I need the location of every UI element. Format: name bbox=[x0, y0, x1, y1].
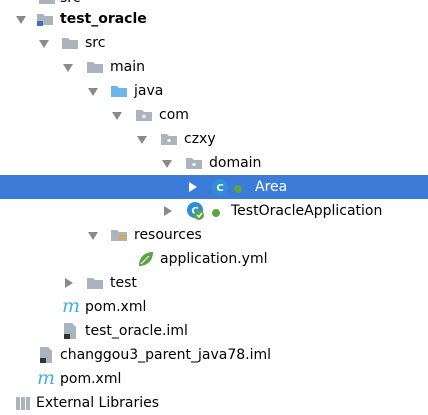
tree-row-domain[interactable]: domain bbox=[0, 151, 428, 175]
folder-icon bbox=[87, 278, 103, 289]
libraries-icon bbox=[16, 397, 30, 410]
chevron-right-icon[interactable] bbox=[189, 182, 197, 192]
maven-icon: m bbox=[62, 295, 81, 317]
tree-row-iml-parent[interactable]: changgou3_parent_java78.iml bbox=[0, 343, 428, 367]
chevron-right-icon[interactable] bbox=[164, 206, 172, 216]
tree-row-project[interactable]: test_oracle bbox=[0, 7, 428, 31]
tree-label-java: java bbox=[134, 83, 164, 99]
iml-file-icon bbox=[64, 323, 76, 339]
tree-row-main[interactable]: main bbox=[0, 55, 428, 79]
tree-label: src bbox=[60, 0, 80, 7]
package-icon bbox=[136, 110, 152, 121]
folder-icon bbox=[62, 38, 78, 49]
chevron-down-icon[interactable] bbox=[16, 16, 26, 24]
chevron-down-icon[interactable] bbox=[63, 64, 73, 72]
tree-row-clipped[interactable]: src bbox=[0, 0, 428, 10]
spring-boot-class-icon: C bbox=[187, 202, 204, 220]
tree-label-pom-outer: pom.xml bbox=[60, 371, 122, 387]
package-icon bbox=[161, 134, 177, 145]
tree-label-app-class: TestOracleApplication bbox=[231, 203, 383, 219]
svg-text:C: C bbox=[216, 183, 223, 194]
tree-label-test: test bbox=[110, 275, 137, 291]
tree-row-czxy[interactable]: czxy bbox=[0, 127, 428, 151]
tree-row-external-libraries[interactable]: External Libraries bbox=[0, 391, 428, 415]
tree-row-pom-inner[interactable]: m pom.xml bbox=[0, 295, 428, 319]
tree-label-domain: domain bbox=[209, 155, 262, 171]
chevron-down-icon[interactable] bbox=[112, 112, 122, 120]
tree-label-iml-inner: test_oracle.iml bbox=[85, 323, 188, 339]
access-level-icon bbox=[212, 209, 220, 217]
tree-row-com[interactable]: com bbox=[0, 103, 428, 127]
tree-row-pom-outer[interactable]: m pom.xml bbox=[0, 367, 428, 391]
tree-row-src[interactable]: src bbox=[0, 31, 428, 55]
source-folder-icon bbox=[111, 86, 127, 97]
tree-row-app-yml[interactable]: application.yml bbox=[0, 247, 428, 271]
tree-label-src: src bbox=[85, 35, 106, 51]
tree-label-czxy: czxy bbox=[184, 131, 216, 147]
tree-row-app-class[interactable]: C TestOracleApplication bbox=[0, 199, 428, 223]
resources-folder-icon bbox=[111, 230, 127, 241]
chevron-right-icon[interactable] bbox=[65, 278, 73, 288]
chevron-down-icon[interactable] bbox=[88, 88, 98, 96]
module-folder-icon bbox=[37, 14, 53, 26]
chevron-down-icon[interactable] bbox=[137, 136, 147, 144]
tree-label-iml-parent: changgou3_parent_java78.iml bbox=[60, 347, 272, 363]
tree-row-area[interactable]: C Area bbox=[0, 175, 428, 199]
tree-label-external-libraries: External Libraries bbox=[36, 395, 159, 411]
tree-label-resources: resources bbox=[134, 227, 202, 243]
class-icon: C bbox=[212, 179, 228, 195]
folder-icon bbox=[39, 0, 55, 4]
svg-text:C: C bbox=[191, 206, 198, 217]
tree-row-iml-inner[interactable]: test_oracle.iml bbox=[0, 319, 428, 343]
access-level-icon bbox=[234, 185, 242, 193]
iml-file-icon bbox=[40, 347, 52, 363]
chevron-down-icon[interactable] bbox=[39, 40, 49, 48]
tree-row-resources[interactable]: resources bbox=[0, 223, 428, 247]
tree-label-pom-inner: pom.xml bbox=[85, 299, 147, 315]
tree-row-test[interactable]: test bbox=[0, 271, 428, 295]
chevron-down-icon[interactable] bbox=[88, 232, 98, 240]
tree-row-java[interactable]: java bbox=[0, 79, 428, 103]
tree-label-app-yml: application.yml bbox=[160, 251, 268, 267]
package-icon bbox=[186, 158, 202, 169]
spring-leaf-icon bbox=[139, 252, 153, 266]
tree-label-com: com bbox=[159, 107, 189, 123]
tree-label-project: test_oracle bbox=[60, 11, 147, 27]
tree-label-area: Area bbox=[255, 179, 288, 195]
tree-label-main: main bbox=[110, 59, 145, 75]
chevron-down-icon[interactable] bbox=[162, 160, 172, 168]
folder-icon bbox=[87, 62, 103, 73]
maven-icon: m bbox=[37, 367, 56, 389]
